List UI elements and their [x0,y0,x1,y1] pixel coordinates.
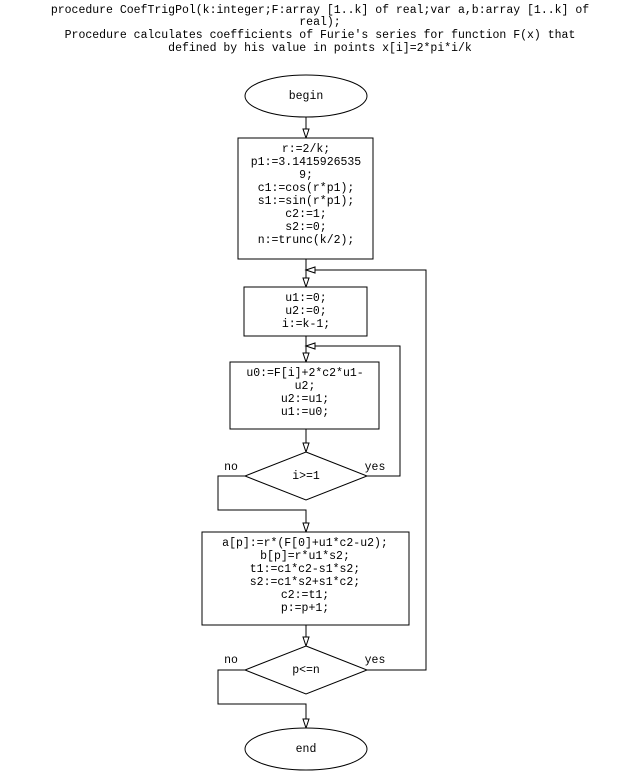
init-line: n:=trunc(k/2); [258,234,355,247]
arrowheads [302,128,316,730]
arrowhead-to-reset [302,277,310,289]
init-line: c1:=cos(r*p1); [258,182,355,195]
decision-i-no-label: no [224,461,238,474]
header-signature-continuation: real); [299,16,340,29]
init-box [237,137,374,260]
begin-oval [244,74,368,118]
reset-line: u1:=0; [285,292,326,305]
begin-label: begin [289,90,324,103]
decision-p-yes-label: yes [365,654,386,667]
end-oval [244,727,368,771]
init-line: r:=2/k; [282,143,330,156]
recur-line: u2:=u1; [281,393,329,406]
connector-cond2-no [217,669,307,728]
init-line: s1:=sin(r*p1); [258,195,355,208]
recur-box [229,361,380,430]
header-description-line: Procedure calculates coefficients of Fur… [65,29,576,42]
arrowhead-to-end [302,718,310,730]
calc-line: c2:=t1; [281,589,329,602]
header-signature-line: procedure CoefTrigPol(k:integer;F:array … [51,4,589,17]
calc-line: p:=p+1; [281,602,329,615]
calc-line: b[p]=r*u1*s2; [260,550,350,563]
begin-node: begin [244,74,368,118]
init-line: p1:=3.1415926535 [251,156,362,169]
decision-p-diamond [243,645,369,695]
arrowhead-to-cond1 [302,442,310,454]
calc-line: a[p]:=r*(F[0]+u1*c2-u2); [222,537,388,550]
connector-cond2-yes-loop [306,269,427,671]
reset-line: i:=k-1; [282,318,330,331]
header-description-continuation: defined by his value in points x[i]=2*pi… [168,42,472,55]
connector-cond1-no [217,475,307,532]
calc-block: a[p]:=r*(F[0]+u1*c2-u2); b[p]=r*u1*s2; t… [201,531,410,626]
decision-p-node: p<=n no yes [224,645,386,695]
connector-cond1-yes-loop [306,345,401,477]
arrowhead-outer-loop [304,266,316,274]
recur-block: u0:=F[i]+2*c2*u1- u2; u2:=u1; u1:=u0; [229,361,380,430]
init-line: 9; [299,169,313,182]
decision-i-label: i>=1 [292,470,320,483]
decision-i-diamond [243,451,369,501]
calc-line: t1:=c1*c2-s1*s2; [250,563,360,576]
recur-line: u1:=u0; [281,406,329,419]
arrowhead-to-recur [302,352,310,364]
recur-line: u2; [295,380,316,393]
calc-line: s2:=c1*s2+s1*c2; [250,576,360,589]
decision-i-yes-label: yes [365,461,386,474]
arrowhead-to-calc [302,522,310,534]
arrowhead-to-init [302,128,310,140]
decision-p-no-label: no [224,654,238,667]
calc-box [201,531,410,626]
end-label: end [296,743,317,756]
reset-box [243,286,368,337]
end-node: end [244,727,368,771]
arrowhead-inner-loop [304,342,316,350]
init-line: c2:=1; [285,208,326,221]
recur-line: u0:=F[i]+2*c2*u1- [246,367,363,380]
decision-p-label: p<=n [292,664,320,677]
procedure-header: procedure CoefTrigPol(k:integer;F:array … [51,4,589,55]
arrowhead-to-cond2 [302,636,310,648]
reset-block: u1:=0; u2:=0; i:=k-1; [243,286,368,337]
reset-line: u2:=0; [285,305,326,318]
init-block: r:=2/k; p1:=3.1415926535 9; c1:=cos(r*p1… [237,137,374,260]
connectors [217,117,427,728]
init-line: s2:=0; [285,221,326,234]
decision-i-node: i>=1 no yes [224,451,386,501]
